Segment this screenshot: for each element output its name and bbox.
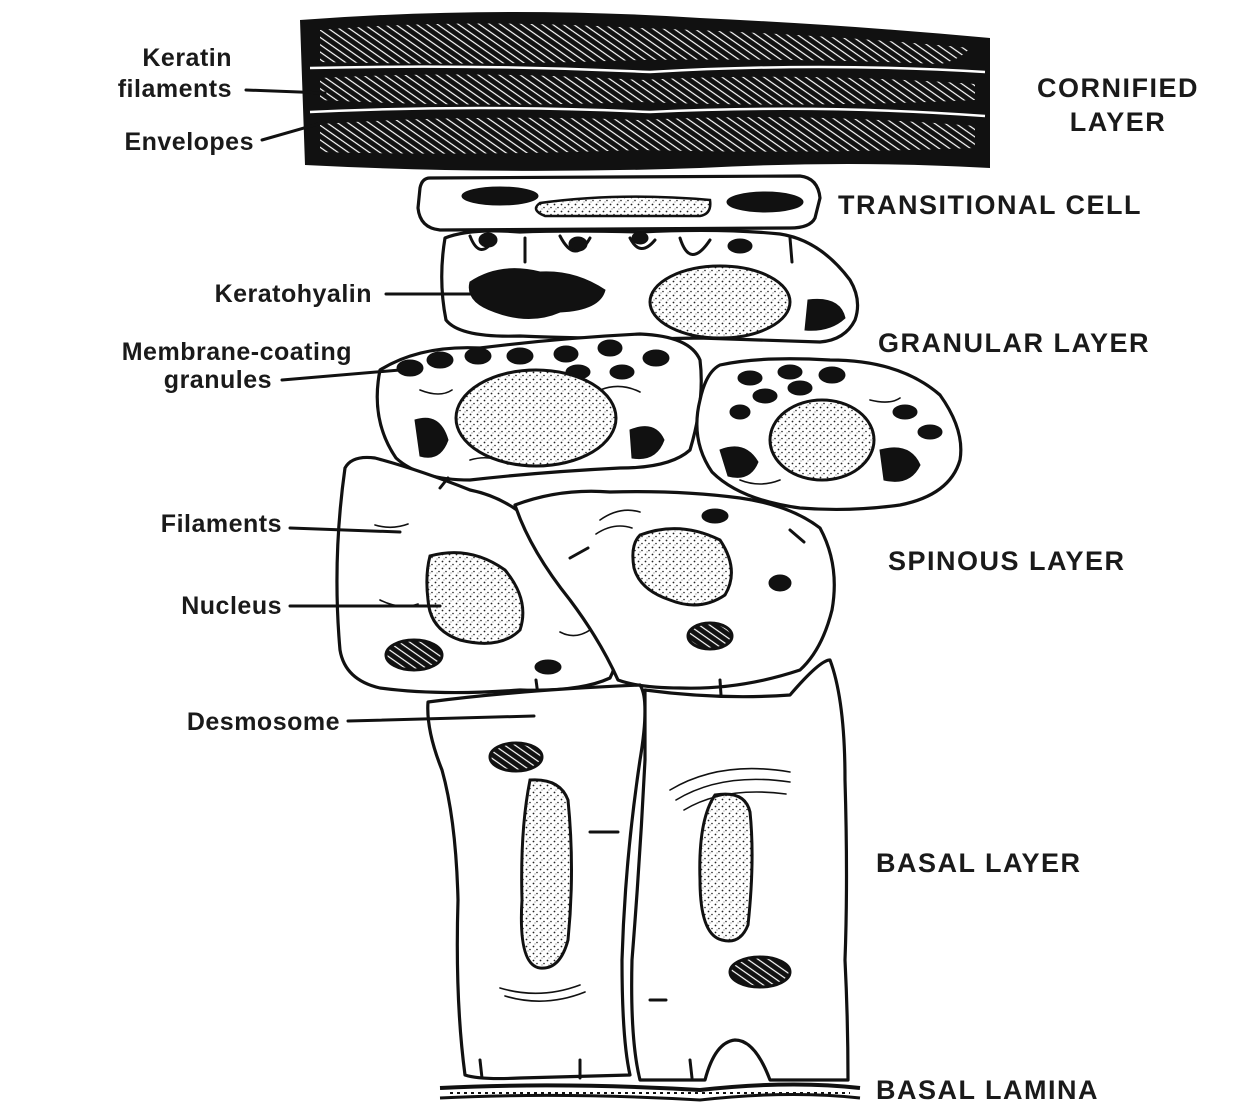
label-desmosome: Desmosome: [187, 708, 340, 736]
label-filaments: Filaments: [161, 510, 282, 538]
label-basal-layer: BASAL LAYER: [876, 848, 1082, 878]
basal-layer: [428, 660, 848, 1080]
label-cornified-line2: LAYER: [1070, 107, 1167, 137]
label-keratin-line2: filaments: [118, 75, 232, 103]
label-membrane-line1: Membrane-coating: [122, 338, 352, 366]
label-basal-lamina: BASAL LAMINA: [876, 1075, 1099, 1105]
label-cornified-line1: CORNIFIED: [1037, 73, 1199, 103]
label-keratohyalin: Keratohyalin: [215, 280, 372, 308]
right-labels: CORNIFIED LAYER TRANSITIONAL CELL GRANUL…: [838, 73, 1199, 1105]
transitional-cell: [418, 176, 820, 230]
label-envelopes: Envelopes: [124, 128, 254, 156]
label-nucleus: Nucleus: [181, 592, 282, 620]
label-spinous-layer: SPINOUS LAYER: [888, 546, 1126, 576]
label-membrane-line2: granules: [164, 366, 272, 394]
granular-layer: [377, 230, 961, 509]
label-granular-layer: GRANULAR LAYER: [878, 328, 1150, 358]
label-keratin-line1: Keratin: [142, 44, 232, 72]
cornified-layer: [300, 12, 990, 171]
basal-lamina: [440, 1084, 860, 1100]
label-transitional-cell: TRANSITIONAL CELL: [838, 190, 1142, 220]
